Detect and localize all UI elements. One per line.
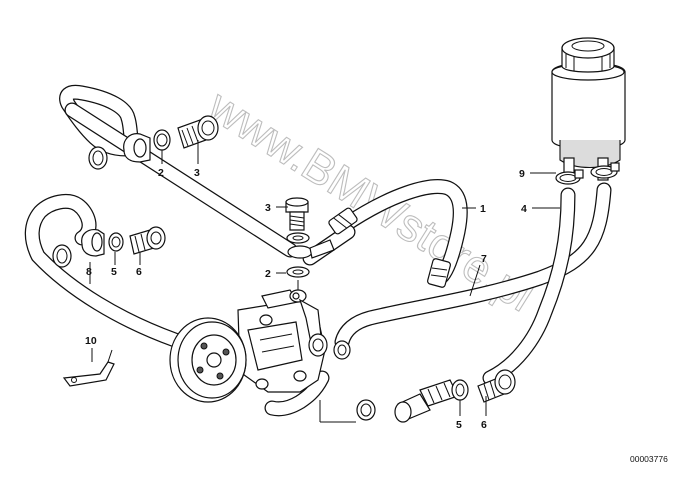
callout-1: 1 [480,203,486,215]
seal-ring-mid-a[interactable] [108,232,124,252]
reservoir[interactable] [551,37,626,181]
callout-5-left: 5 [111,266,117,278]
seal-ring-bottom-left[interactable] [356,399,376,421]
banjo-fitting-top[interactable] [123,133,151,163]
hose-fitting-lower [427,258,451,288]
callout-2-mid: 2 [265,268,271,280]
callout-9: 9 [519,168,525,180]
hose-7-return[interactable] [334,182,612,350]
hose-4-supply[interactable] [482,187,576,386]
banjo-bolt-top[interactable] [177,115,219,149]
seal-ring-bottom-a[interactable] [451,379,469,401]
callout-3-mid: 3 [265,202,271,214]
seal-ring-top-a[interactable] [153,129,171,151]
callout-6-bottom: 6 [481,419,487,431]
seal-ring-center-a[interactable] [286,232,310,244]
banjo-fitting-mid[interactable] [81,229,105,257]
callout-4: 4 [521,203,527,215]
pump-pulley[interactable] [169,317,247,403]
hose-fitting-upper [328,207,358,235]
callout-10: 10 [85,335,97,347]
hose-top-left[interactable] [59,84,298,258]
callout-6-left: 6 [136,266,142,278]
banjo-bolt-center[interactable] [285,197,309,231]
banjo-fitting-center[interactable] [287,239,335,259]
seal-ring-mid-left[interactable] [52,244,72,268]
hose-pump-outlet[interactable] [264,370,330,417]
callout-8: 8 [86,266,92,278]
banjo-bolt-bottom[interactable] [477,369,516,403]
leader-lines [89,140,560,423]
power-steering-pump[interactable] [237,289,328,393]
callout-5-bottom: 5 [456,419,462,431]
hose-clamp-left[interactable] [555,169,584,185]
seal-ring-top-left[interactable] [88,146,108,170]
seal-ring-center-b[interactable] [286,266,310,278]
hose-bracket[interactable] [62,349,115,387]
hose-left-return[interactable] [24,194,183,348]
callout-3-top: 3 [194,167,200,179]
hose-clamp-right[interactable] [590,162,620,179]
callout-2-top: 2 [158,167,164,179]
banjo-bolt-mid[interactable] [129,226,166,255]
pump-return-union[interactable] [333,340,351,360]
diagram-reference-number: 00003776 [630,454,668,464]
hose-end-bottom[interactable] [394,379,459,423]
callout-7: 7 [481,253,487,265]
callout-labels: 1 2 3 3 2 4 9 7 8 5 6 10 5 6 [85,167,527,431]
